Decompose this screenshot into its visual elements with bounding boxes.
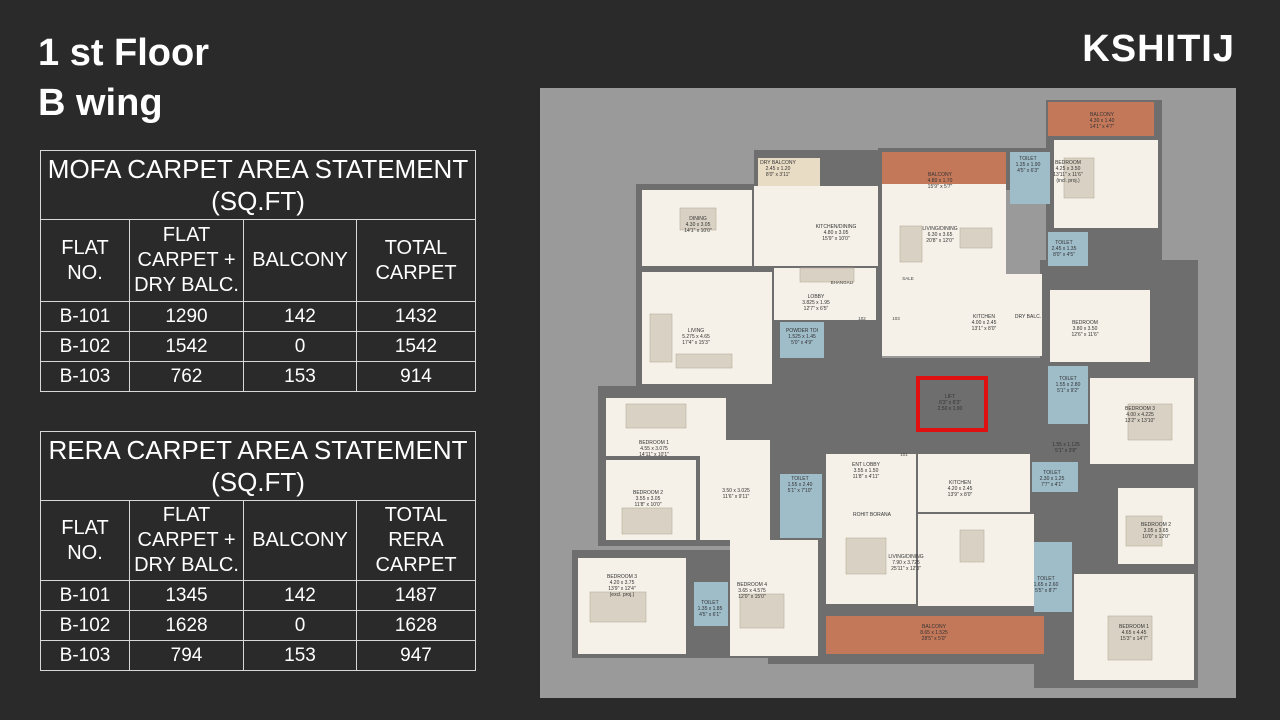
- mofa-header-carpet: FLAT CARPET + DRY BALC.: [129, 219, 244, 302]
- cell: 1542: [356, 331, 476, 362]
- cell: B-102: [40, 610, 130, 641]
- cell: 1290: [129, 301, 244, 332]
- flat-number: 101: [900, 452, 908, 457]
- flat-number: 103: [892, 316, 900, 321]
- rera-header-balcony: BALCONY: [243, 500, 357, 581]
- lift-highlight: [916, 376, 988, 432]
- cell: B-103: [40, 361, 130, 392]
- flat-number: 102: [858, 316, 866, 321]
- rera-header-carpet: FLAT CARPET + DRY BALC.: [129, 500, 244, 581]
- cell: B-101: [40, 580, 130, 611]
- cell: B-101: [40, 301, 130, 332]
- cell: 1628: [129, 610, 244, 641]
- mofa-header-flat: FLAT NO.: [40, 219, 130, 302]
- rera-header-flat: FLAT NO.: [40, 500, 130, 581]
- cell: B-103: [40, 640, 130, 671]
- cell: 0: [243, 331, 357, 362]
- cell: 142: [243, 301, 357, 332]
- toilets: [694, 152, 1088, 626]
- project-name: KSHITIJ: [1082, 28, 1235, 70]
- cell: 947: [356, 640, 476, 671]
- balconies: [826, 102, 1154, 654]
- owner-label: ROHIT BORANA: [853, 512, 892, 518]
- cell: 153: [243, 361, 357, 392]
- cell: 1432: [356, 301, 476, 332]
- room-label: BHANGALI: [831, 280, 854, 285]
- rera-area-table: RERA CARPET AREA STATEMENT (SQ.FT) FLAT …: [40, 431, 476, 671]
- mofa-area-table: MOFA CARPET AREA STATEMENT (SQ.FT) FLAT …: [40, 150, 476, 392]
- room-label: SALE: [902, 276, 914, 281]
- rera-caption: RERA CARPET AREA STATEMENT (SQ.FT): [40, 431, 476, 501]
- mofa-header-balcony: BALCONY: [243, 219, 357, 302]
- rera-header-total: TOTAL RERA CARPET: [356, 500, 476, 581]
- mofa-caption: MOFA CARPET AREA STATEMENT (SQ.FT): [40, 150, 476, 220]
- cell: 914: [356, 361, 476, 392]
- cell: 762: [129, 361, 244, 392]
- cell: 0: [243, 610, 357, 641]
- wing-title: B wing: [38, 82, 163, 124]
- room-label: DRY BALC.: [1015, 314, 1041, 320]
- cell: B-102: [40, 331, 130, 362]
- cell: 1487: [356, 580, 476, 611]
- cell: 794: [129, 640, 244, 671]
- cell: 1542: [129, 331, 244, 362]
- cell: 1628: [356, 610, 476, 641]
- furniture: [589, 157, 1173, 661]
- cell: 1345: [129, 580, 244, 611]
- floor-title: 1 st Floor: [38, 32, 210, 74]
- cell: 153: [243, 640, 357, 671]
- cell: 142: [243, 580, 357, 611]
- mofa-header-total: TOTAL CARPET: [356, 219, 476, 302]
